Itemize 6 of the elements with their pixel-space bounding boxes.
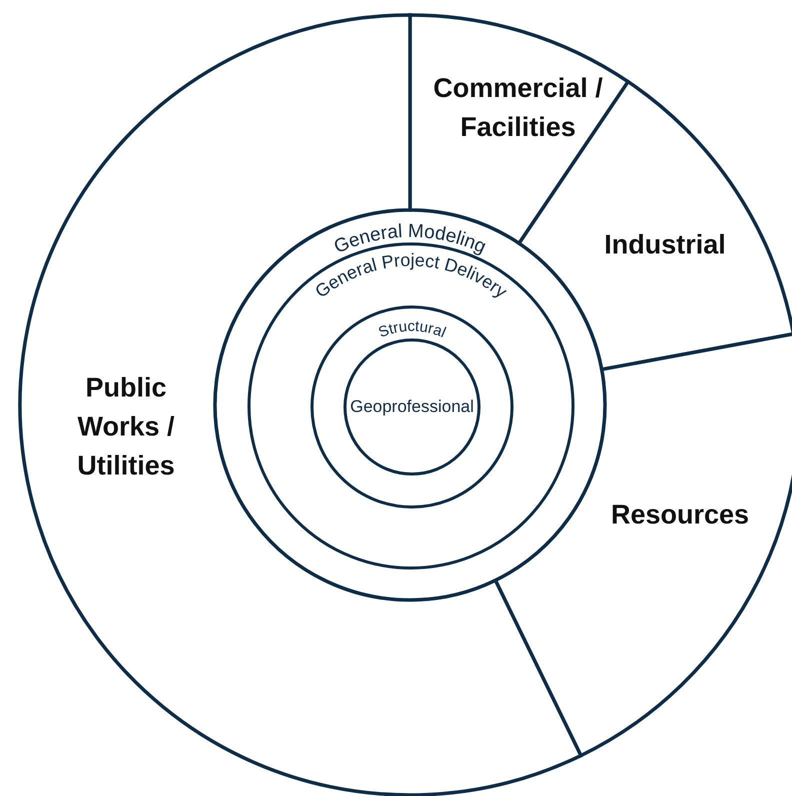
segment-label: Public Works / Utilities: [76, 371, 176, 483]
ring-label: Structural: [376, 318, 448, 342]
segment-label: Industrial: [603, 228, 727, 262]
center-label: Geoprofessional: [350, 397, 474, 417]
segment-label: Commercial / Facilities: [432, 72, 604, 144]
segment-label: Resources: [610, 498, 750, 532]
